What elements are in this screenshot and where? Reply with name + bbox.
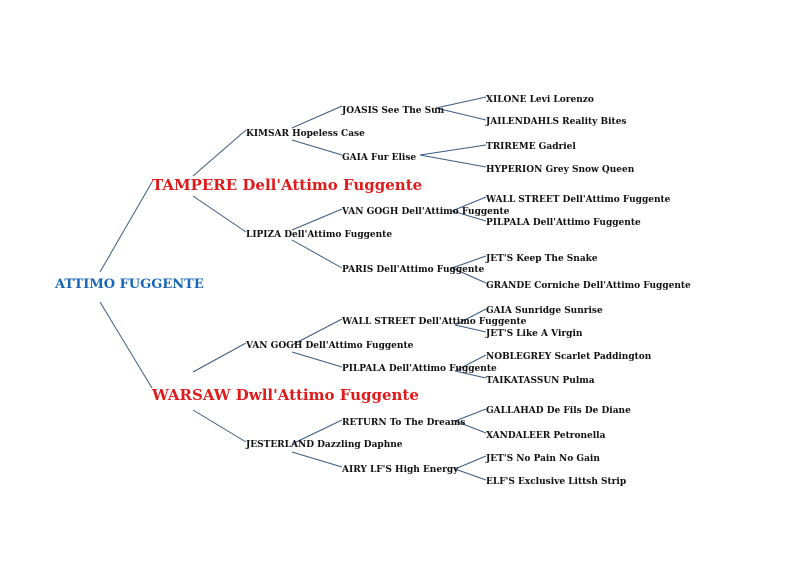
jss-name: GALLAHAD De Fils De Diane <box>486 406 631 416</box>
connector-line <box>291 208 343 231</box>
connector-line <box>454 354 487 372</box>
connector-line <box>291 139 343 156</box>
dd-dam-name: AIRY LF'S High Energy <box>341 465 459 475</box>
connector-line <box>291 239 343 269</box>
connector-line <box>192 195 247 233</box>
wss-name: GAIA Sunridge Sunrise <box>486 306 603 316</box>
dss-name: WALL STREET Dell'Attimo Fuggente <box>485 195 671 205</box>
connector-line <box>291 419 343 445</box>
ss-dam-name: GAIA Fur Elise <box>342 153 416 163</box>
pedigree-connector-lines <box>99 96 487 481</box>
connector-line <box>451 210 487 222</box>
dd-sire-name: RETURN To The Dreams <box>342 418 465 428</box>
connector-line <box>454 408 487 422</box>
dsd-name: PILPALA Dell'Attimo Fuggente <box>486 218 641 228</box>
connector-line <box>419 154 487 168</box>
ddd-name: GRANDE Corniche Dell'Attimo Fuggente <box>486 281 691 291</box>
connector-line <box>454 455 487 470</box>
sdd-name: HYPERION Grey Snow Queen <box>486 165 635 175</box>
connector-line <box>192 342 247 373</box>
connector-line <box>291 351 343 368</box>
connector-line <box>99 301 153 389</box>
connector-line <box>454 468 487 481</box>
connector-line <box>99 181 153 273</box>
sd-dam-name: PARIS Dell'Attimo Fuggente <box>342 265 485 275</box>
wdd-name: TAIKATASSUN Pulma <box>486 376 595 386</box>
wds-name: NOBLEGREY Scarlet Paddington <box>486 352 652 362</box>
jsd-name: XANDALEER Petronella <box>486 431 606 441</box>
connector-line <box>435 96 487 109</box>
connector-line <box>291 451 343 468</box>
connector-line <box>454 370 487 379</box>
connector-line <box>454 308 487 326</box>
connector-line <box>451 196 487 212</box>
sire-sire-name: KIMSAR Hopeless Case <box>246 129 365 139</box>
connector-line <box>435 107 487 121</box>
connector-line <box>451 267 487 284</box>
dds-name: JET'S Keep The Snake <box>485 254 598 264</box>
connector-line <box>454 420 487 434</box>
ds-dam-name: PILPALA Dell'Attimo Fuggente <box>342 364 497 374</box>
root-dog-name: ATTIMO FUGGENTE <box>54 277 204 292</box>
sire-name: TAMPERE Dell'Attimo Fuggente <box>152 176 422 194</box>
jdd-name: ELF'S Exclusive Littsh Strip <box>486 477 626 487</box>
ss-sire-name: JOASIS See The Sun <box>341 106 445 116</box>
sss-name: XILONE Levi Lorenzo <box>486 95 594 105</box>
ssd-name: JAILENDAHLS Reality Bites <box>485 117 627 127</box>
connector-line <box>192 409 247 443</box>
sd-sire-name: VAN GOGH Dell'Attimo Fuggente <box>341 207 510 217</box>
sire-dam-name: LIPIZA Dell'Attimo Fuggente <box>246 230 392 240</box>
ds-sire-name: WALL STREET Dell'Attimo Fuggente <box>341 317 527 327</box>
dam-name: WARSAW Dwll'Attimo Fuggente <box>151 386 419 404</box>
dam-sire-name: VAN GOGH Dell'Attimo Fuggente <box>245 341 414 351</box>
connector-line <box>291 105 343 129</box>
sds-name: TRIREME Gadriel <box>486 142 576 152</box>
connector-line <box>192 129 247 177</box>
wsd-name: JET'S Like A Virgin <box>485 329 583 339</box>
connector-line <box>451 255 487 269</box>
dam-dam-name: JESTERLAND Dazzling Daphne <box>245 440 403 450</box>
connector-line <box>291 318 343 346</box>
connector-line <box>454 324 487 333</box>
jds-name: JET'S No Pain No Gain <box>485 454 600 464</box>
connector-line <box>419 144 487 156</box>
